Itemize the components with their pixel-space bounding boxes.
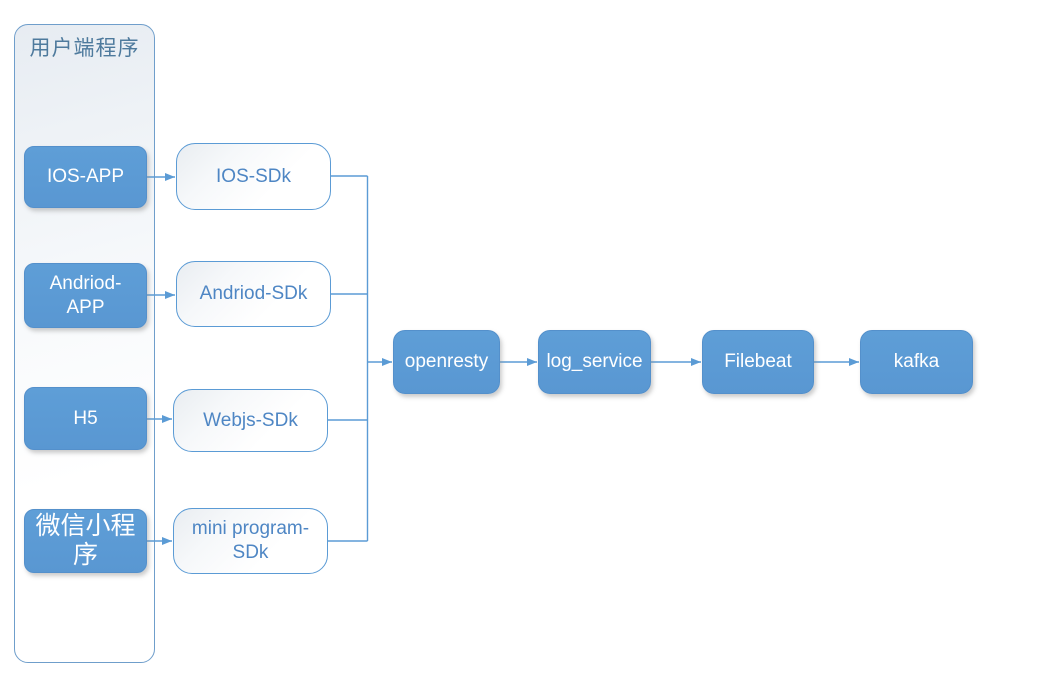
client-group-title: 用户端程序 (29, 37, 140, 60)
node-webjs-sdk: Webjs-SDk (173, 389, 328, 452)
node-ios-app: IOS-APP (24, 146, 147, 208)
node-log-service: log_service (538, 330, 651, 394)
node-filebeat: Filebeat (702, 330, 814, 394)
node-mini-program-sdk: mini program- SDk (173, 508, 328, 574)
node-ios-sdk: IOS-SDk (176, 143, 331, 210)
node-openresty: openresty (393, 330, 500, 394)
node-h5: H5 (24, 387, 147, 450)
node-andriod-sdk: Andriod-SDk (176, 261, 331, 327)
node-andriod-app: Andriod- APP (24, 263, 147, 328)
node-wechat-mini-program: 微信小程 序 (24, 509, 147, 573)
node-kafka: kafka (860, 330, 973, 394)
